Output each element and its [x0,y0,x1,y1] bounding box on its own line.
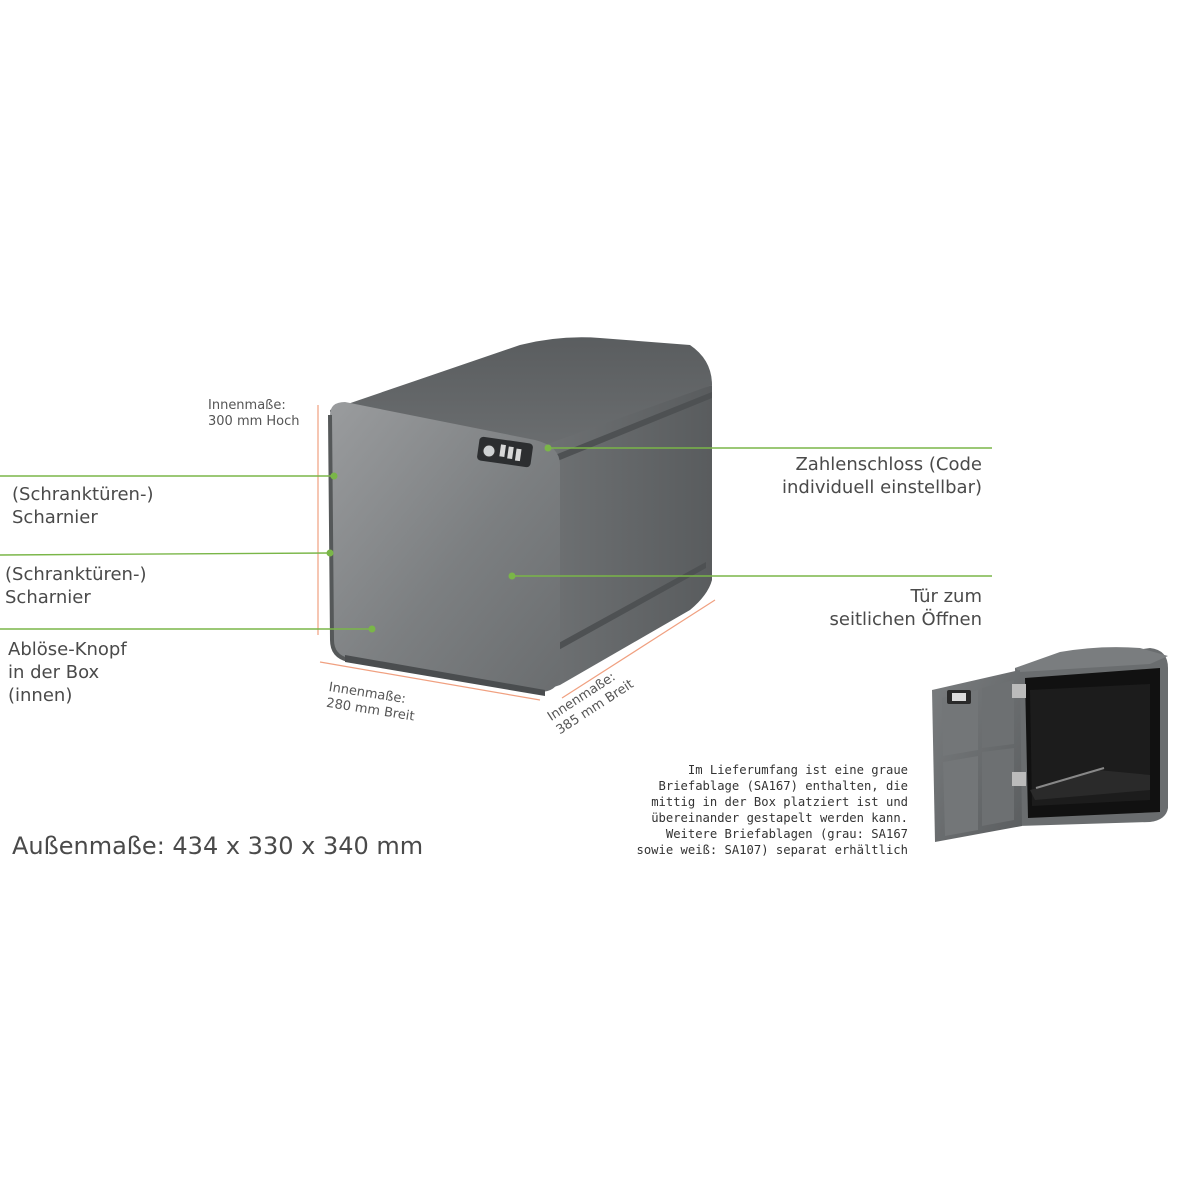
dimension-lines [317,405,716,701]
box-side [545,385,712,690]
box-front-door [330,402,560,692]
inner-height-label: Innenmaße: 300 mm Hoch [208,398,300,429]
callout-hinge-bottom: (Schranktüren-) Scharnier [5,564,147,608]
callout-combination-lock: Zahlenschloss (Code individuell einstell… [782,454,982,498]
callout-dots [326,444,552,633]
callout-release-knob: Ablöse-Knopf in der Box (innen) [8,639,127,706]
callout-hinge-top: (Schranktüren-) Scharnier [12,484,154,528]
combination-lock-icon [477,436,533,468]
delivery-note: Im Lieferumfang ist eine graue Briefabla… [636,763,909,857]
open-box-illustration [932,647,1168,842]
callout-side-door: Tür zum seitlichen Öffnen [829,586,982,630]
callout-lines [0,447,992,630]
outer-dimensions: Außenmaße: 434 x 330 x 340 mm [12,832,424,860]
